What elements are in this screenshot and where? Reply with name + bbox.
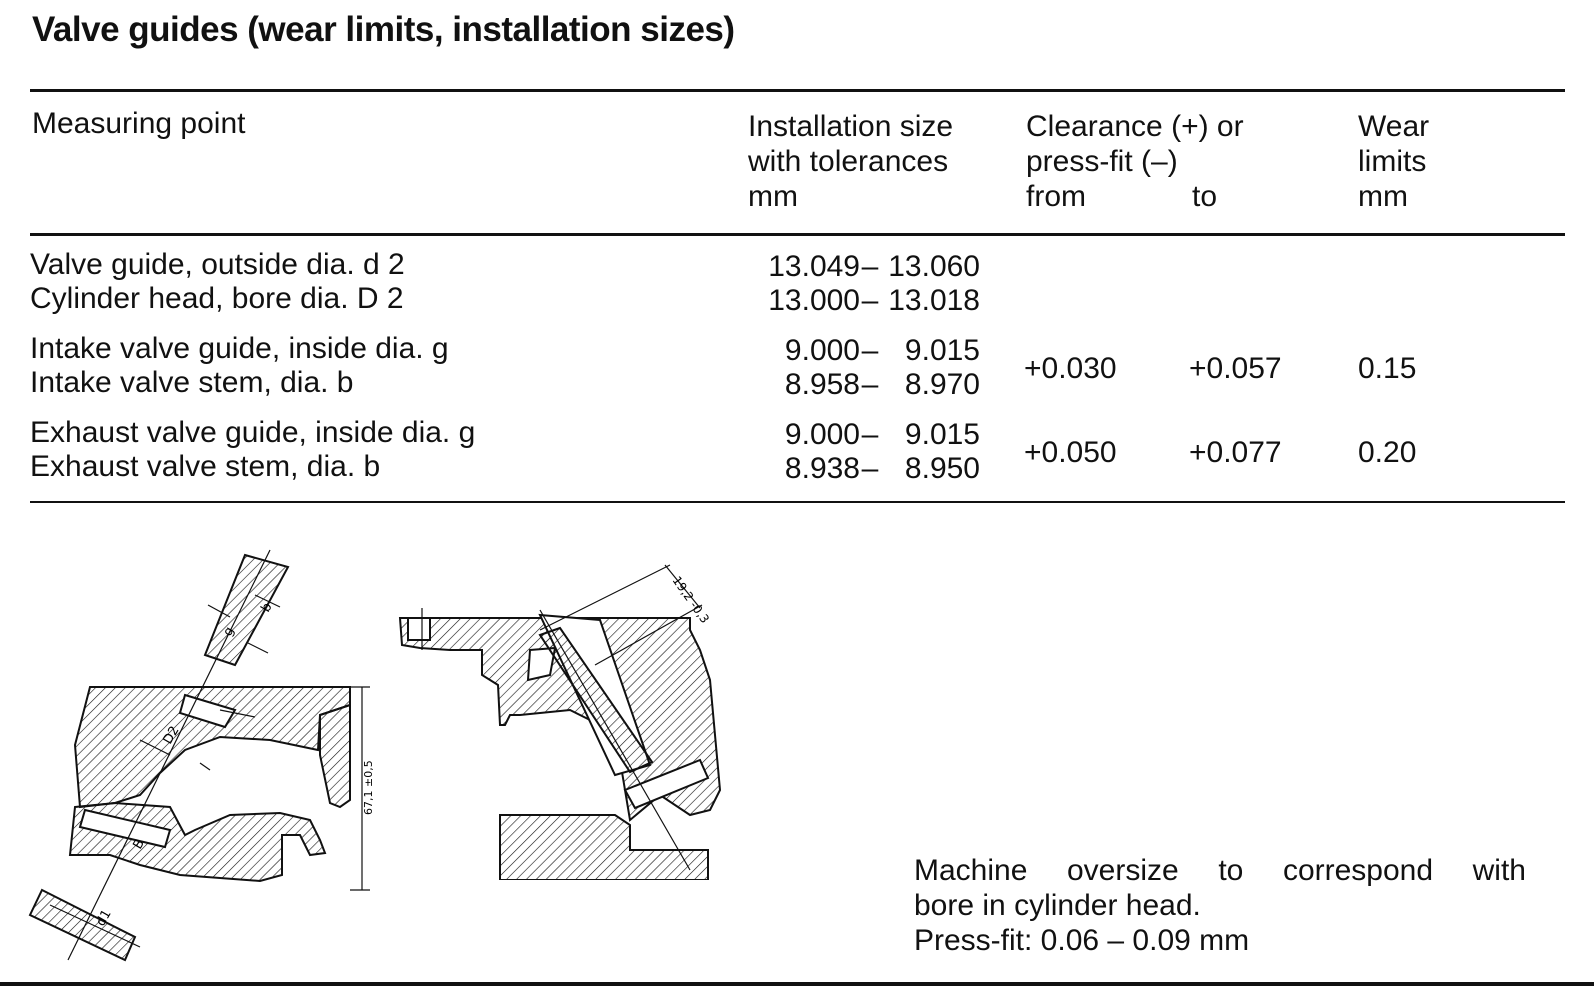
label-height: 67,1 ±0,5 bbox=[362, 760, 375, 815]
table-row-point: Exhaust valve stem, dia. b bbox=[30, 450, 381, 483]
table-row-installation: 9.000–9.015 bbox=[784, 418, 980, 451]
table-row-installation: 13.049–13.060 bbox=[768, 250, 980, 283]
table-row-installation: 8.938–8.950 bbox=[784, 452, 980, 485]
table-row-point: Exhaust valve guide, inside dia. g bbox=[30, 416, 476, 449]
header-wear-limits: Wear limits mm bbox=[1358, 110, 1430, 213]
header-installation-size: Installation size with tolerances mm bbox=[748, 110, 954, 213]
table-row-clearance-from: +0.030 bbox=[1024, 352, 1117, 385]
table-row-wear-limit: 0.20 bbox=[1358, 436, 1417, 469]
table-row-installation: 13.000–13.018 bbox=[768, 284, 980, 317]
cylinder-head-section bbox=[398, 617, 722, 880]
header-rule bbox=[30, 233, 1565, 236]
page-title: Valve guides (wear limits, installation … bbox=[32, 10, 735, 49]
table-row-clearance-to: +0.057 bbox=[1189, 352, 1282, 385]
machining-note: Machine oversize to correspond with bore… bbox=[914, 853, 1526, 958]
note-line: bore in cylinder head. bbox=[914, 889, 1201, 922]
table-row-installation: 9.000–9.015 bbox=[784, 334, 980, 367]
table-row-point: Cylinder head, bore dia. D 2 bbox=[30, 282, 404, 315]
table-row-point: Intake valve guide, inside dia. g bbox=[30, 332, 449, 365]
label-d1: d1 bbox=[93, 907, 114, 929]
valve-guide-drawing-right: 19,2 -0,3 bbox=[398, 564, 722, 880]
table-row-point: Valve guide, outside dia. d 2 bbox=[30, 248, 405, 281]
table-row-clearance-to: +0.077 bbox=[1189, 436, 1282, 469]
page-bottom-rule bbox=[0, 982, 1594, 986]
table-row-clearance-from: +0.050 bbox=[1024, 436, 1117, 469]
table-bottom-rule bbox=[30, 501, 1565, 503]
header-measuring-point: Measuring point bbox=[32, 107, 246, 140]
valve-guide-body bbox=[538, 626, 654, 774]
note-line: Press-fit: 0.06 – 0.09 mm bbox=[914, 924, 1250, 957]
note-line: Machine oversize to correspond with bbox=[914, 854, 1526, 887]
cylinder-head-section bbox=[68, 686, 351, 883]
table-row-wear-limit: 0.15 bbox=[1358, 352, 1417, 385]
table-row-installation: 8.958–8.970 bbox=[784, 368, 980, 401]
header-clearance: Clearance (+) or press-fit (–) from bbox=[1026, 110, 1244, 213]
table-row-point: Intake valve stem, dia. b bbox=[30, 366, 354, 399]
valve-guide-detail bbox=[203, 553, 290, 667]
valve-seat-ring bbox=[28, 888, 137, 962]
valve-guide-drawing-left: b g D2 B d1 67,1 ±0,5 bbox=[28, 549, 375, 962]
table-top-rule bbox=[30, 89, 1565, 92]
header-clearance-to: to bbox=[1192, 180, 1218, 213]
